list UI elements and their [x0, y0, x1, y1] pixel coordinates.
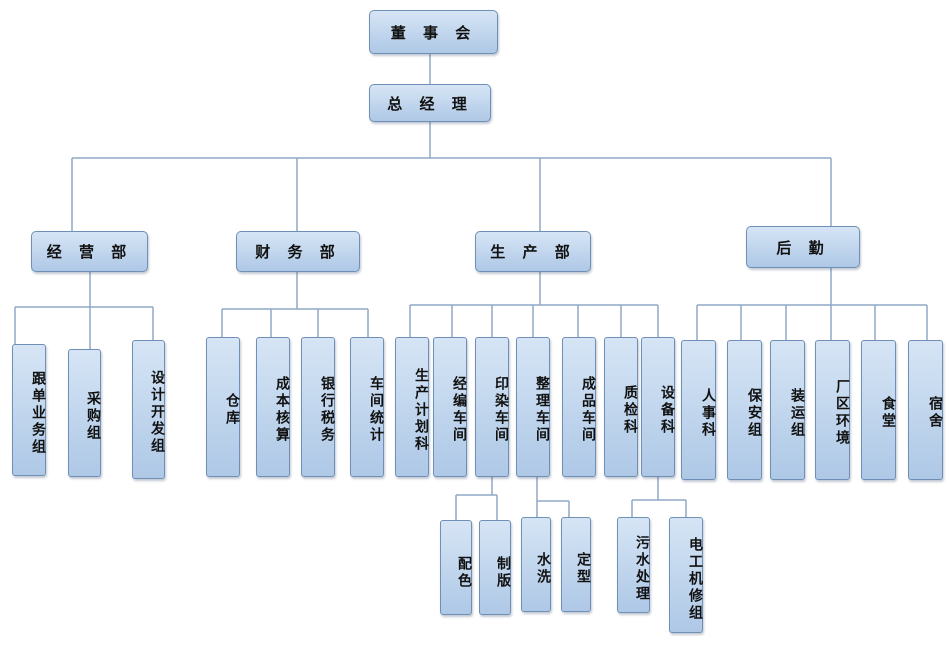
general-manager-box: 总 经 理: [369, 84, 491, 122]
unit-production-planning: 生产计划科: [395, 337, 429, 477]
unit-quality-inspection: 质检科: [604, 337, 638, 477]
subunit-color-matching: 配色: [440, 520, 472, 615]
unit-bank-tax: 银行税务: [301, 337, 335, 477]
subunit-plate-making: 制版: [479, 520, 511, 615]
unit-canteen: 食堂: [861, 340, 896, 480]
subunit-electrical-maintenance: 电工机修组: [669, 517, 703, 633]
unit-finishing-workshop: 整理车间: [516, 337, 550, 477]
production-dept-box: 生 产 部: [475, 231, 591, 272]
unit-cost-accounting: 成本核算: [256, 337, 290, 477]
unit-order-follow-team: 跟单业务组: [12, 344, 46, 476]
subunit-washing: 水洗: [521, 517, 551, 612]
unit-dormitory: 宿舍: [908, 340, 943, 480]
unit-workshop-stats: 车间统计: [350, 337, 384, 477]
business-dept-box: 经 营 部: [31, 231, 148, 272]
unit-equipment: 设备科: [641, 337, 675, 477]
subunit-wastewater-treatment: 污水处理: [617, 517, 650, 613]
unit-shipping: 装运组: [770, 340, 805, 480]
unit-design-team: 设计开发组: [132, 340, 165, 479]
unit-dyeing-workshop: 印染车间: [475, 337, 509, 477]
unit-personnel: 人事科: [681, 340, 716, 480]
unit-plant-environment: 厂区环境: [815, 340, 850, 480]
unit-security: 保安组: [727, 340, 762, 480]
unit-purchasing-team: 采购组: [68, 349, 101, 477]
subunit-setting: 定型: [561, 517, 591, 612]
board-box: 董 事 会: [369, 10, 498, 54]
unit-warp-knitting-workshop: 经编车间: [433, 337, 467, 477]
logistics-dept-box: 后 勤: [746, 226, 860, 268]
finance-dept-box: 财 务 部: [236, 231, 360, 272]
unit-finished-goods-workshop: 成品车间: [562, 337, 596, 477]
unit-warehouse: 仓库: [206, 337, 240, 477]
